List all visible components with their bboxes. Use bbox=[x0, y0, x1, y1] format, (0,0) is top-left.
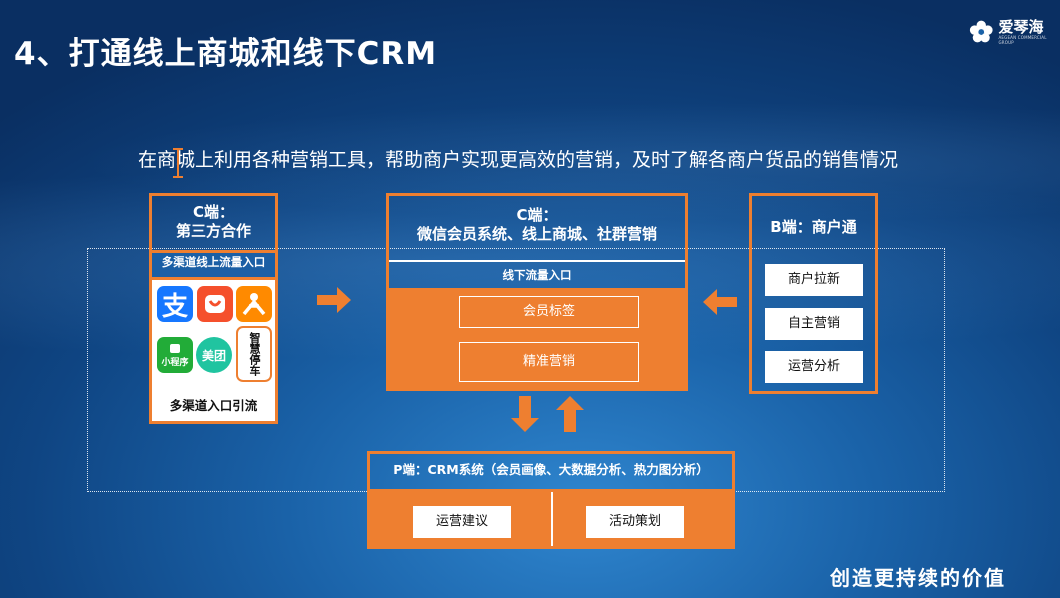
left-title-line1: C端： bbox=[192, 203, 234, 221]
smart-parking-icon: 智慧停车 bbox=[236, 326, 272, 382]
footer-slogan: 创造更持续的价值 bbox=[830, 566, 1006, 590]
online-traffic-entry: 多渠道线上流量入口 bbox=[152, 250, 275, 280]
precision-marketing-button[interactable]: 精准营销 bbox=[459, 342, 639, 382]
logo-name: 爱琴海 bbox=[998, 17, 1044, 36]
multi-channel-footer: 多渠道入口引流 bbox=[152, 395, 275, 421]
subtitle: 在商城上利用各种营销工具，帮助商户实现更高效的营销，及时了解各商户货品的销售情况 bbox=[138, 149, 899, 171]
activity-planning-button[interactable]: 活动策划 bbox=[586, 506, 684, 538]
page-title: 4、打通线上商城和线下CRM bbox=[14, 36, 438, 72]
meituan-icon: 美团 bbox=[196, 337, 232, 373]
center-box-body: 会员标签 精准营销 bbox=[389, 288, 685, 388]
center-box-title: C端： 微信会员系统、线上商城、社群营销 bbox=[389, 196, 685, 260]
text-cursor-icon bbox=[173, 148, 183, 178]
company-logo: 爱琴海 AEGEAN COMMERCIAL GROUP bbox=[968, 18, 1060, 46]
arrow-left-icon bbox=[703, 289, 737, 315]
partner-icons: 支 小程序 美团 智慧停车 bbox=[152, 280, 275, 398]
c-end-wechat-box: C端： 微信会员系统、线上商城、社群营销 线下流量入口 会员标签 精准营销 bbox=[386, 193, 688, 391]
p-end-crm-box: P端：CRM系统（会员画像、大数据分析、热力图分析） 运营建议 活动策划 bbox=[367, 451, 735, 549]
offline-traffic-entry: 线下流量入口 bbox=[389, 260, 685, 290]
arrow-up-icon bbox=[556, 396, 584, 432]
bottom-divider bbox=[551, 492, 553, 546]
miniprogram-label: 小程序 bbox=[161, 357, 189, 368]
flower-logo-icon bbox=[969, 20, 993, 43]
self-marketing-button[interactable]: 自主营销 bbox=[765, 308, 863, 340]
wechat-miniprogram-icon: 小程序 bbox=[157, 337, 193, 373]
center-title-line2: 微信会员系统、线上商城、社群营销 bbox=[416, 225, 657, 243]
operation-analysis-button[interactable]: 运营分析 bbox=[765, 351, 863, 383]
left-title-line2: 第三方合作 bbox=[175, 222, 251, 240]
b-end-merchant-box: B端：商户通 商户拉新 自主营销 运营分析 bbox=[749, 193, 878, 394]
c-end-third-party-box: C端： 第三方合作 多渠道线上流量入口 支 小程序 美团 智慧停车 多渠道入口引… bbox=[149, 193, 278, 424]
koubei-icon bbox=[197, 286, 233, 322]
alipay-icon: 支 bbox=[157, 286, 193, 322]
logo-subtext: AEGEAN COMMERCIAL GROUP bbox=[998, 34, 1047, 45]
operation-advice-button[interactable]: 运营建议 bbox=[413, 506, 511, 538]
merchant-acquisition-button[interactable]: 商户拉新 bbox=[765, 264, 863, 296]
bottom-box-title: P端：CRM系统（会员画像、大数据分析、热力图分析） bbox=[370, 454, 732, 492]
left-box-title: C端： 第三方合作 bbox=[152, 196, 275, 250]
member-tag-button[interactable]: 会员标签 bbox=[459, 296, 639, 328]
center-title-line1: C端： bbox=[516, 206, 558, 224]
arrow-right-icon bbox=[317, 287, 351, 313]
arrow-down-icon bbox=[511, 396, 539, 432]
didi-icon bbox=[236, 286, 272, 322]
bottom-box-body: 运营建议 活动策划 bbox=[370, 492, 732, 546]
right-box-title: B端：商户通 bbox=[770, 218, 857, 236]
